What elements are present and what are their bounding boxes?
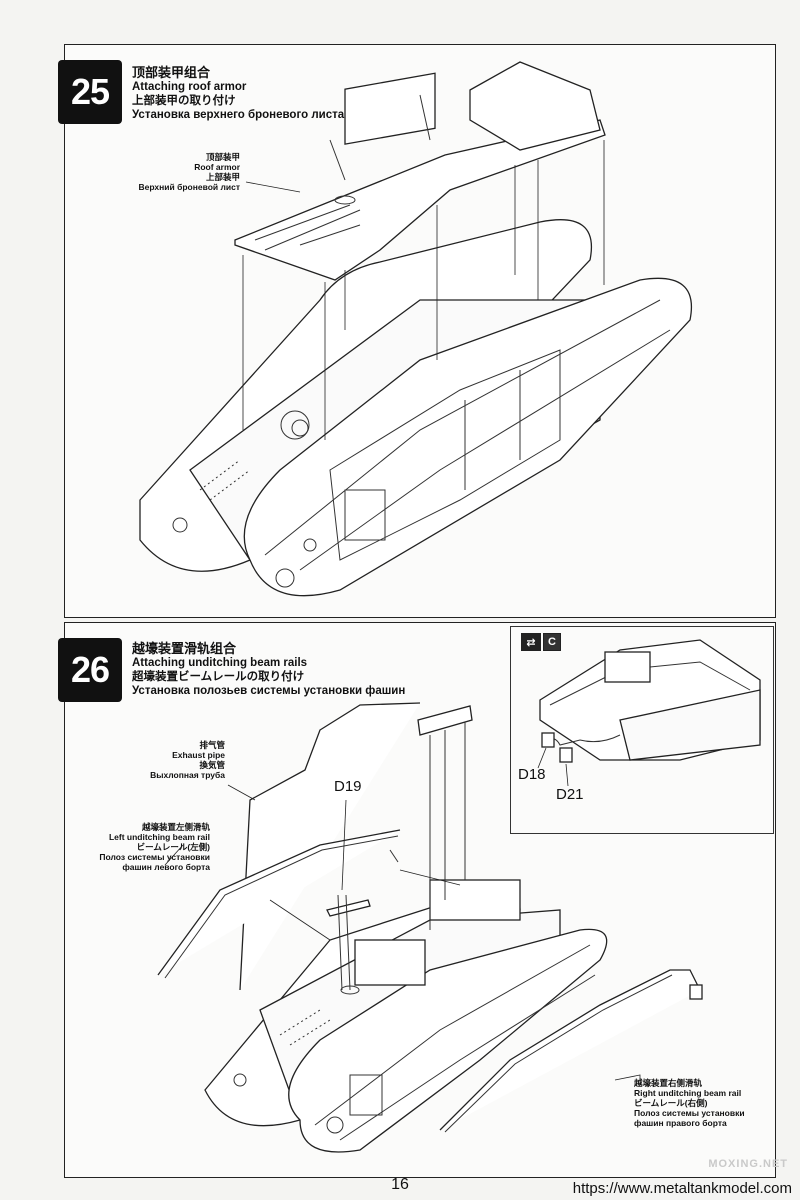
title-zh: 顶部装甲组合 — [132, 65, 211, 80]
callout-ru: фашин правого борта — [634, 1118, 727, 1128]
title-ja: 超壕装置ビームレールの取り付け — [132, 671, 305, 683]
tank-hull-25 — [139, 219, 692, 597]
title-en: Attaching unditching beam rails — [132, 657, 308, 669]
callout-ja: 上部装甲 — [205, 172, 240, 182]
tank-hull-26 — [204, 879, 608, 1153]
callout-ja: ビームレール(左側) — [136, 842, 210, 852]
inset-drawing — [537, 639, 761, 787]
left-rail-callout: 越壕装置左侧滑轨 Left unditching beam rail ビームレー… — [70, 822, 210, 872]
exhaust-pipe-callout: 排气管 Exhaust pipe 換気管 Выхлопная труба — [100, 740, 225, 780]
view-icon: ⇄ — [521, 633, 541, 651]
callout-ja: 換気管 — [199, 760, 225, 770]
step-25-arrows — [242, 140, 605, 440]
callout-zh: 排气管 — [199, 740, 225, 750]
right-rail-part — [439, 969, 703, 1133]
roof-armor-callout: 顶部装甲 Roof armor 上部装甲 Верхний броневой ли… — [100, 152, 240, 192]
callout-ru: Верхний броневой лист — [138, 182, 240, 192]
title-ja: 上部装甲の取り付け — [132, 95, 236, 107]
callout-ru: Выхлопная труба — [150, 770, 225, 780]
callout-ru: Полоз системы установки — [99, 852, 210, 862]
step-number-badge: 25 — [58, 60, 122, 124]
part-label-d19: D19 — [334, 778, 362, 795]
step-25-title: 顶部装甲组合 Attaching roof armor 上部装甲の取り付け Ус… — [132, 66, 344, 122]
callout-ru: Полоз системы установки — [634, 1108, 745, 1118]
page-number: 16 — [391, 1176, 409, 1193]
d19-part — [326, 799, 371, 995]
title-ru: Установка полозьев системы установки фаш… — [132, 685, 406, 697]
left-rail-part — [157, 829, 401, 979]
site-url[interactable]: https://www.metaltankmodel.com — [572, 1180, 792, 1197]
title-zh: 越壕装置滑轨组合 — [132, 641, 237, 656]
watermark: MOXING.NET — [708, 1158, 788, 1170]
title-en: Attaching roof armor — [132, 81, 247, 93]
callout-en: Left unditching beam rail — [108, 832, 210, 842]
step-number-badge: 26 — [58, 638, 122, 702]
callout-ru: фашин левого борта — [122, 862, 210, 872]
step-26-arrows — [164, 784, 641, 1085]
callout-zh: 越壕装置右侧滑轨 — [634, 1078, 703, 1088]
step-26-title: 越壕装置滑轨组合 Attaching unditching beam rails… — [132, 642, 405, 698]
inset-tag: C — [543, 633, 561, 651]
callout-en: Roof armor — [194, 162, 240, 172]
callout-en: Exhaust pipe — [172, 750, 225, 760]
callout-zh: 越壕装置左侧滑轨 — [141, 822, 210, 832]
part-label-d18: D18 — [518, 766, 546, 783]
roof-armor-part — [234, 61, 606, 281]
title-ru: Установка верхнего броневого листа — [132, 109, 345, 121]
callout-en: Right unditching beam rail — [634, 1088, 742, 1098]
callout-ja: ビームレール(右側) — [634, 1098, 708, 1108]
part-label-d21: D21 — [556, 786, 584, 803]
callout-zh: 顶部装甲 — [205, 152, 240, 162]
right-rail-callout: 越壕装置右侧滑轨 Right unditching beam rail ビームレ… — [634, 1078, 774, 1128]
